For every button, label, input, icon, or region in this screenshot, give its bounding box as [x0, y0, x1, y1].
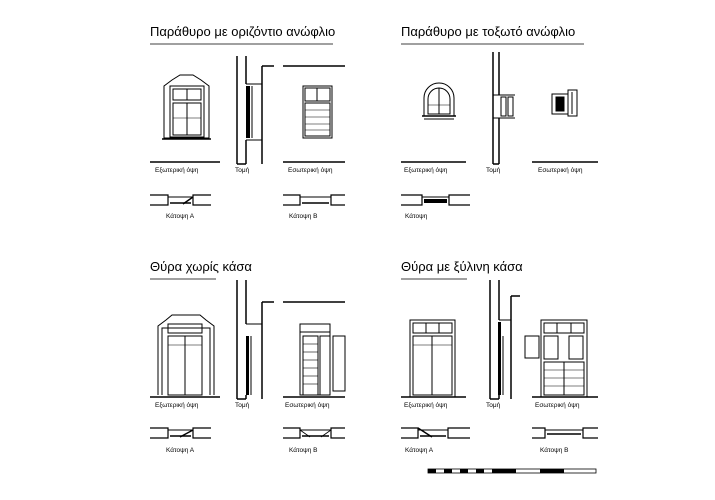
label-plan-b: Κάτοψη Β: [289, 447, 318, 454]
interior-elevation: [283, 65, 345, 163]
section-cut: [492, 52, 515, 165]
plan-a: [150, 427, 211, 439]
section-title-door-without-frame: Θύρα χωρίς κάσα: [150, 259, 252, 274]
interior-elevation: [283, 301, 346, 398]
label-plan: Κάτοψη: [405, 213, 428, 220]
scale-bar: [427, 468, 597, 474]
label-interior-view: Εσωτερική όψη: [535, 402, 580, 409]
label-plan-a: Κάτοψη Α: [166, 213, 195, 220]
drawing-door-without-frame: [150, 278, 346, 439]
plan-b: [532, 427, 598, 439]
label-interior-view: Εσωτερική όψη: [285, 402, 330, 409]
exterior-elevation: [401, 82, 466, 163]
label-exterior-view: Εξωτερική όψη: [155, 402, 199, 409]
label-plan-a: Κάτοψη Α: [405, 447, 434, 454]
plan-a: [401, 427, 470, 439]
section-title-door-with-wooden-frame: Θύρα με ξύλινη κάσα: [401, 259, 523, 274]
interior-elevation: [524, 319, 598, 398]
label-section-cut: Τομή: [235, 167, 250, 174]
label-exterior-view: Εξωτερική όψη: [404, 167, 448, 174]
plan-a: [150, 194, 211, 206]
label-section-cut: Τομή: [486, 402, 501, 409]
exterior-elevation: [401, 319, 466, 398]
section-cut: [236, 56, 274, 165]
label-section-cut: Τομή: [235, 402, 250, 409]
label-section-cut: Τομή: [486, 167, 501, 174]
section-title-arched-lintel-window: Παράθυρο με τοξωτό ανώφλιο: [401, 24, 576, 39]
label-interior-view: Εσωτερική όψη: [288, 167, 333, 174]
label-exterior-view: Εξωτερική όψη: [404, 402, 448, 409]
plan-b: [283, 194, 345, 206]
drawing-arched-lintel-window: [401, 43, 598, 206]
label-plan-b: Κάτοψη Β: [540, 447, 569, 454]
label-interior-view: Εσωτερική όψη: [538, 167, 583, 174]
label-exterior-view: Εξωτερική όψη: [155, 167, 199, 174]
plan: [401, 194, 470, 206]
section-cut: [489, 280, 520, 400]
interior-elevation: [532, 89, 598, 163]
drawing-door-with-wooden-frame: [401, 278, 598, 439]
label-plan-b: Κάτοψη Β: [289, 213, 318, 220]
section-title-horizontal-lintel-window: Παράθυρο με οριζόντιο ανώφλιο: [150, 24, 336, 39]
exterior-elevation: [150, 314, 220, 398]
label-plan-a: Κάτοψη Α: [166, 447, 195, 454]
section-cut: [236, 280, 274, 400]
exterior-elevation: [150, 74, 220, 163]
plan-b: [283, 427, 345, 439]
drawing-horizontal-lintel-window: [150, 43, 345, 206]
